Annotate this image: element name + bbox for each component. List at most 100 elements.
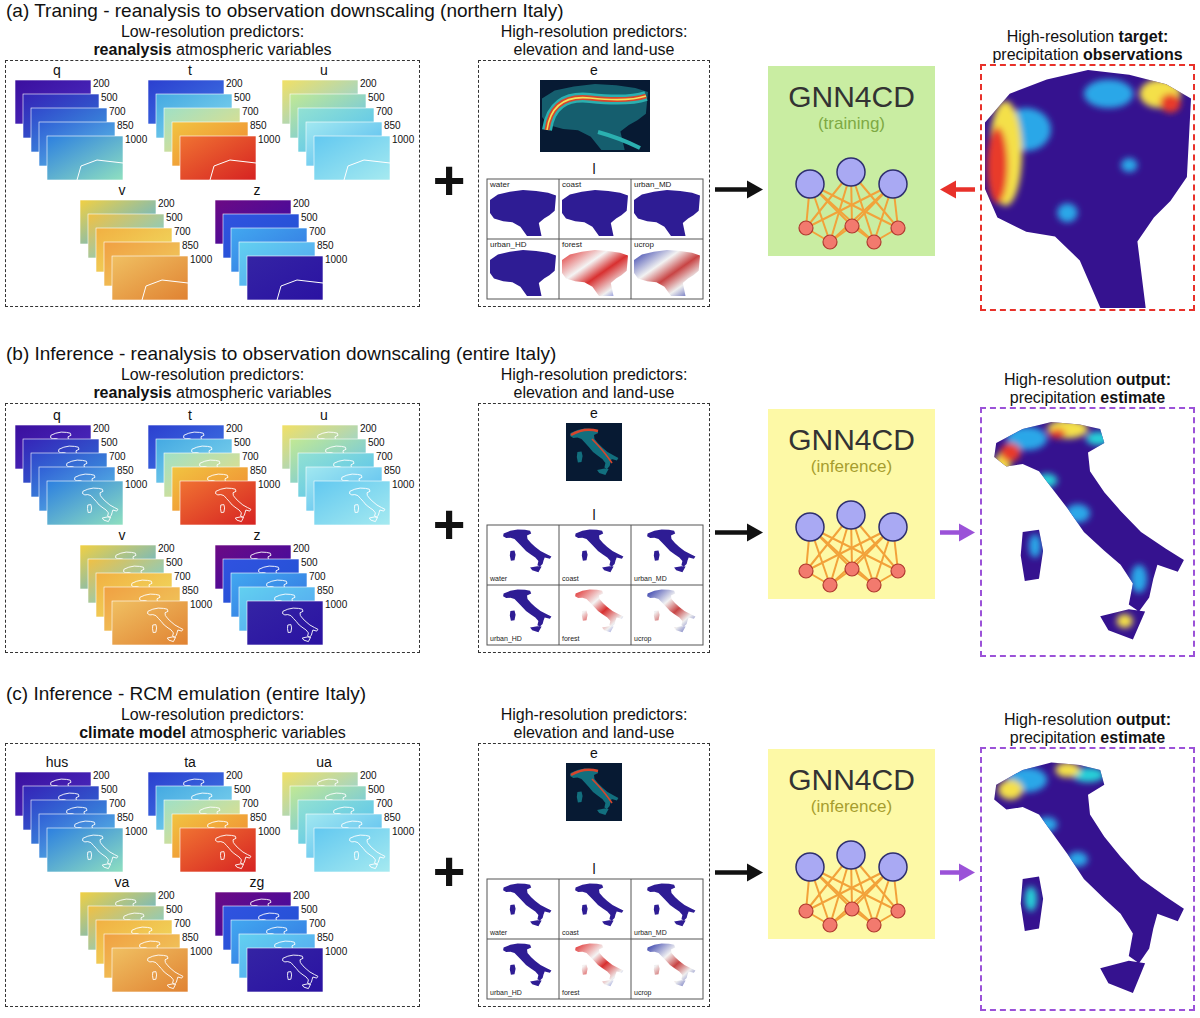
output-panel: High-resolutionoutput:precipitationestim… [980, 747, 1195, 1011]
pressure-level: 700 [174, 226, 191, 238]
connector-arrow [715, 181, 763, 199]
model-name: GNN4CD [768, 423, 935, 457]
heading-bold-text: reanalysis [93, 384, 171, 401]
graph-node [799, 221, 813, 235]
pressure-level: 200 [293, 543, 310, 555]
pressure-level-map [247, 601, 323, 645]
pressure-level: 500 [166, 212, 183, 224]
heading-line: Low-resolution predictors: [0, 706, 449, 724]
rain-patch [1121, 158, 1137, 172]
land-use-map [575, 943, 623, 986]
pressure-level: 500 [101, 784, 118, 796]
pressure-level: 200 [360, 423, 377, 435]
mountains [592, 779, 612, 803]
graph-node [823, 235, 837, 249]
elevation-map [540, 80, 650, 152]
rain-patch [1084, 80, 1133, 109]
pressure-level: 700 [109, 106, 126, 118]
heading-bold-text: output: [1116, 371, 1171, 388]
elevation-map [570, 429, 618, 476]
land-use-map [575, 589, 623, 632]
pressure-level: 200 [158, 890, 175, 902]
land-use-name: forest [561, 240, 583, 249]
heading-text: atmospheric variables [176, 384, 332, 401]
precipitation-map [985, 70, 1191, 308]
heading-line: reanalysis atmospheric variables [0, 384, 449, 402]
pressure-level-map [314, 136, 390, 180]
plus-sign: + [428, 839, 470, 903]
coastline [83, 835, 118, 869]
graph-node [799, 564, 813, 578]
connector-line [715, 187, 749, 192]
land-use-map [575, 529, 623, 572]
pressure-level-map [112, 948, 188, 992]
coastline [350, 488, 385, 521]
pressure-level: 1000 [190, 254, 212, 266]
heading-text: High-resolution predictors: [501, 706, 688, 723]
heading-text: High-resolution [1004, 371, 1112, 388]
land-use-map [562, 190, 628, 236]
land-use-name: water [489, 575, 508, 583]
pressure-level: 500 [301, 212, 318, 224]
variable-name: t [148, 62, 232, 78]
pressure-level: 200 [226, 423, 243, 435]
pressure-level: 700 [309, 571, 326, 583]
pressure-level-map [180, 481, 256, 525]
land-use-map [647, 529, 695, 572]
land-use-map [562, 250, 628, 296]
mountains [592, 439, 612, 463]
land-use-map [647, 589, 695, 632]
land-use-map [503, 589, 551, 632]
arrowhead [959, 524, 975, 542]
panel-heading: Low-resolution predictors:reanalysisatmo… [0, 366, 449, 402]
graph-node [867, 235, 881, 249]
land-use-name: forest [561, 989, 581, 997]
variable-name: zg [215, 874, 299, 890]
pressure-level: 200 [158, 198, 175, 210]
heading-text: precipitation [1010, 389, 1096, 406]
panel-heading: High-resolutionoutput:precipitationestim… [952, 371, 1200, 407]
predictor-name: l [478, 861, 710, 877]
model-mode: (inference) [768, 797, 935, 817]
land-use-name: ucrop [633, 240, 655, 249]
pressure-level: 850 [317, 585, 334, 597]
graph-node [796, 853, 824, 881]
panel-heading: Low-resolution predictors:climate modela… [0, 706, 449, 742]
heading-bold-text: observations [1083, 46, 1183, 63]
pressure-level-map [47, 828, 123, 872]
mountains [547, 96, 646, 130]
pressure-level: 850 [117, 120, 134, 132]
pressure-level: 1000 [190, 599, 212, 611]
rain-patch [1000, 443, 1020, 462]
coastline [148, 608, 183, 642]
pressure-level: 1000 [125, 134, 147, 146]
elevation-map [566, 763, 622, 821]
land-use-name: urban_MD [633, 929, 668, 937]
land-use-name: urban_MD [633, 575, 668, 583]
rain-patch [1131, 565, 1147, 593]
variable-name: ua [282, 754, 366, 770]
illustration-shape [994, 420, 1147, 628]
illustration-shape [994, 420, 1147, 628]
land-use-grid [487, 879, 703, 999]
coastline [283, 955, 318, 989]
heading-text: High-resolution [1007, 28, 1115, 45]
pressure-level-map [112, 601, 188, 645]
heading-line: High-resolutionoutput: [952, 371, 1200, 389]
graph-node [796, 513, 824, 541]
coastline [148, 955, 183, 989]
heading-bold-text: target: [1119, 28, 1169, 45]
mountains [547, 96, 646, 130]
pressure-level: 700 [376, 106, 393, 118]
pressure-level: 500 [368, 784, 385, 796]
variable-name: v [80, 182, 164, 198]
graph-node [867, 918, 881, 932]
heading-line: High-resolutionoutput: [952, 711, 1200, 729]
graph-node [891, 904, 905, 918]
graph-node [879, 170, 907, 198]
input-panel: Low-resolution predictors:reanalysisatmo… [5, 403, 420, 653]
variable-name: va [80, 874, 164, 890]
arrowhead [747, 181, 763, 199]
elevation-map [570, 769, 618, 816]
